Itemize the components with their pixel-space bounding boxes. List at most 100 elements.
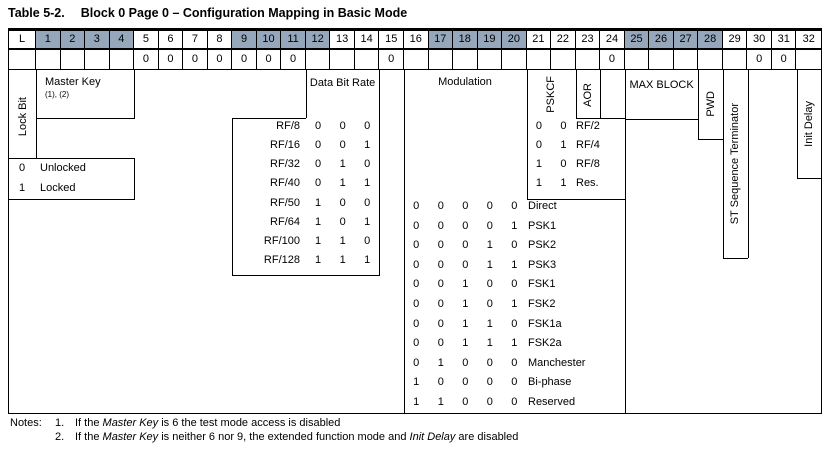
master-key-label: Master Key (45, 76, 101, 88)
bit-value: 0 (339, 120, 346, 132)
bit-header-cell: 15 (379, 31, 404, 48)
bit-value: 1 (511, 258, 518, 271)
bit-value: 0 (437, 258, 444, 271)
aor-label: AOR (581, 82, 594, 107)
lock-state-label: Locked (40, 182, 76, 194)
grid-line (134, 70, 136, 118)
bit-header-cell: 16 (404, 31, 429, 48)
bit-header-cell: 30 (747, 31, 772, 48)
default-value-cell (85, 50, 110, 69)
default-value-cell (502, 50, 527, 69)
bit-header-cell: 1 (36, 31, 61, 48)
note-number: 2. (55, 430, 65, 443)
default-value-cell (551, 50, 576, 69)
bit-header-cell: 6 (159, 31, 184, 48)
bit-value: 1 (413, 376, 420, 389)
bit-value: 0 (437, 219, 444, 232)
grid-line (698, 70, 700, 139)
bit-value: 0 (511, 200, 518, 212)
bit-value: 0 (486, 376, 493, 389)
bit-header-cell: 18 (453, 31, 478, 48)
bit-value: 0 (339, 215, 346, 228)
default-value-cell (36, 50, 61, 69)
bit-header-cell: 12 (305, 31, 331, 48)
grid-line (722, 70, 724, 258)
modulation-type-label: PSK2 (528, 239, 557, 252)
default-value-cell: 0 (281, 50, 306, 69)
bit-value: 1 (535, 158, 542, 171)
note-number: 1. (55, 417, 65, 429)
bit-value: 0 (315, 177, 322, 190)
grid-line (747, 70, 749, 258)
grid-line (600, 70, 602, 118)
bit-value: 0 (560, 158, 567, 171)
bit-value: 0 (413, 219, 420, 232)
bit-value: 1 (535, 177, 542, 190)
default-value-cell: 0 (379, 50, 404, 69)
default-value-cell (625, 50, 650, 69)
bit-header-cell: 22 (551, 31, 576, 48)
default-value-cell (674, 50, 699, 69)
default-value-cell (61, 50, 86, 69)
grid-line (232, 118, 307, 119)
bit-value: 0 (511, 376, 518, 389)
bit-header-cell: 7 (183, 31, 208, 48)
bit-value: 0 (511, 396, 518, 408)
bit-value: 0 (437, 298, 444, 310)
aor-field: AOR (576, 72, 601, 117)
grid-line (305, 70, 307, 118)
pskcf-value-label: RF/8 (576, 158, 600, 171)
grid-line (624, 119, 699, 120)
default-value-cell (649, 50, 674, 69)
default-value-cell (9, 50, 36, 69)
bit-header-cell: 26 (649, 31, 674, 48)
bit-header-cell: 24 (600, 31, 625, 48)
pskcf-field: PSKCF (527, 72, 576, 117)
bit-value: 0 (560, 120, 567, 132)
grid-line (526, 199, 626, 200)
bit-value: 0 (511, 278, 518, 291)
bit-value: 0 (535, 120, 542, 132)
data-bit-rate-row: RF/8 0 0 0 (9, 118, 821, 135)
bit-value: 1 (560, 139, 567, 152)
pwd-label: PWD (704, 91, 717, 117)
bit-value: 1 (486, 258, 493, 271)
note-text-segment: are disabled (455, 430, 519, 443)
default-value-cell (429, 50, 454, 69)
bit-value: 0 (462, 200, 469, 212)
bit-header-cell: 31 (772, 31, 797, 48)
modulation-type-label: Bi-phase (528, 376, 572, 389)
rate-label: RF/8 (276, 120, 300, 132)
default-value-cell: 0 (183, 50, 208, 69)
bit-value: 0 (462, 356, 469, 369)
default-value-cell (723, 50, 748, 69)
bit-value: 1 (339, 234, 346, 247)
note-italic-term: Master Key (102, 417, 159, 429)
bit-value: 0 (364, 158, 371, 171)
bit-value: 1 (315, 253, 322, 266)
bit-value: 1 (462, 298, 469, 310)
bit-value: 0 (413, 337, 420, 350)
bit-value: 0 (18, 162, 26, 174)
bit-value: 1 (364, 215, 371, 228)
bit-value: 0 (462, 239, 469, 252)
bit-value: 0 (462, 258, 469, 271)
note-italic-term: Init Delay (409, 430, 456, 443)
grid-line (36, 70, 37, 159)
grid-line (404, 70, 405, 413)
bit-header-cell: 9 (232, 31, 257, 48)
bit-value: 0 (413, 278, 420, 291)
table-title: Table 5-2. Block 0 Page 0 – Configuratio… (8, 6, 407, 20)
rate-label: RF/64 (270, 215, 300, 228)
bit-value: 0 (511, 356, 518, 369)
grid-line (575, 70, 577, 118)
note-text-segment: is 6 the test mode access is disabled (158, 417, 341, 429)
